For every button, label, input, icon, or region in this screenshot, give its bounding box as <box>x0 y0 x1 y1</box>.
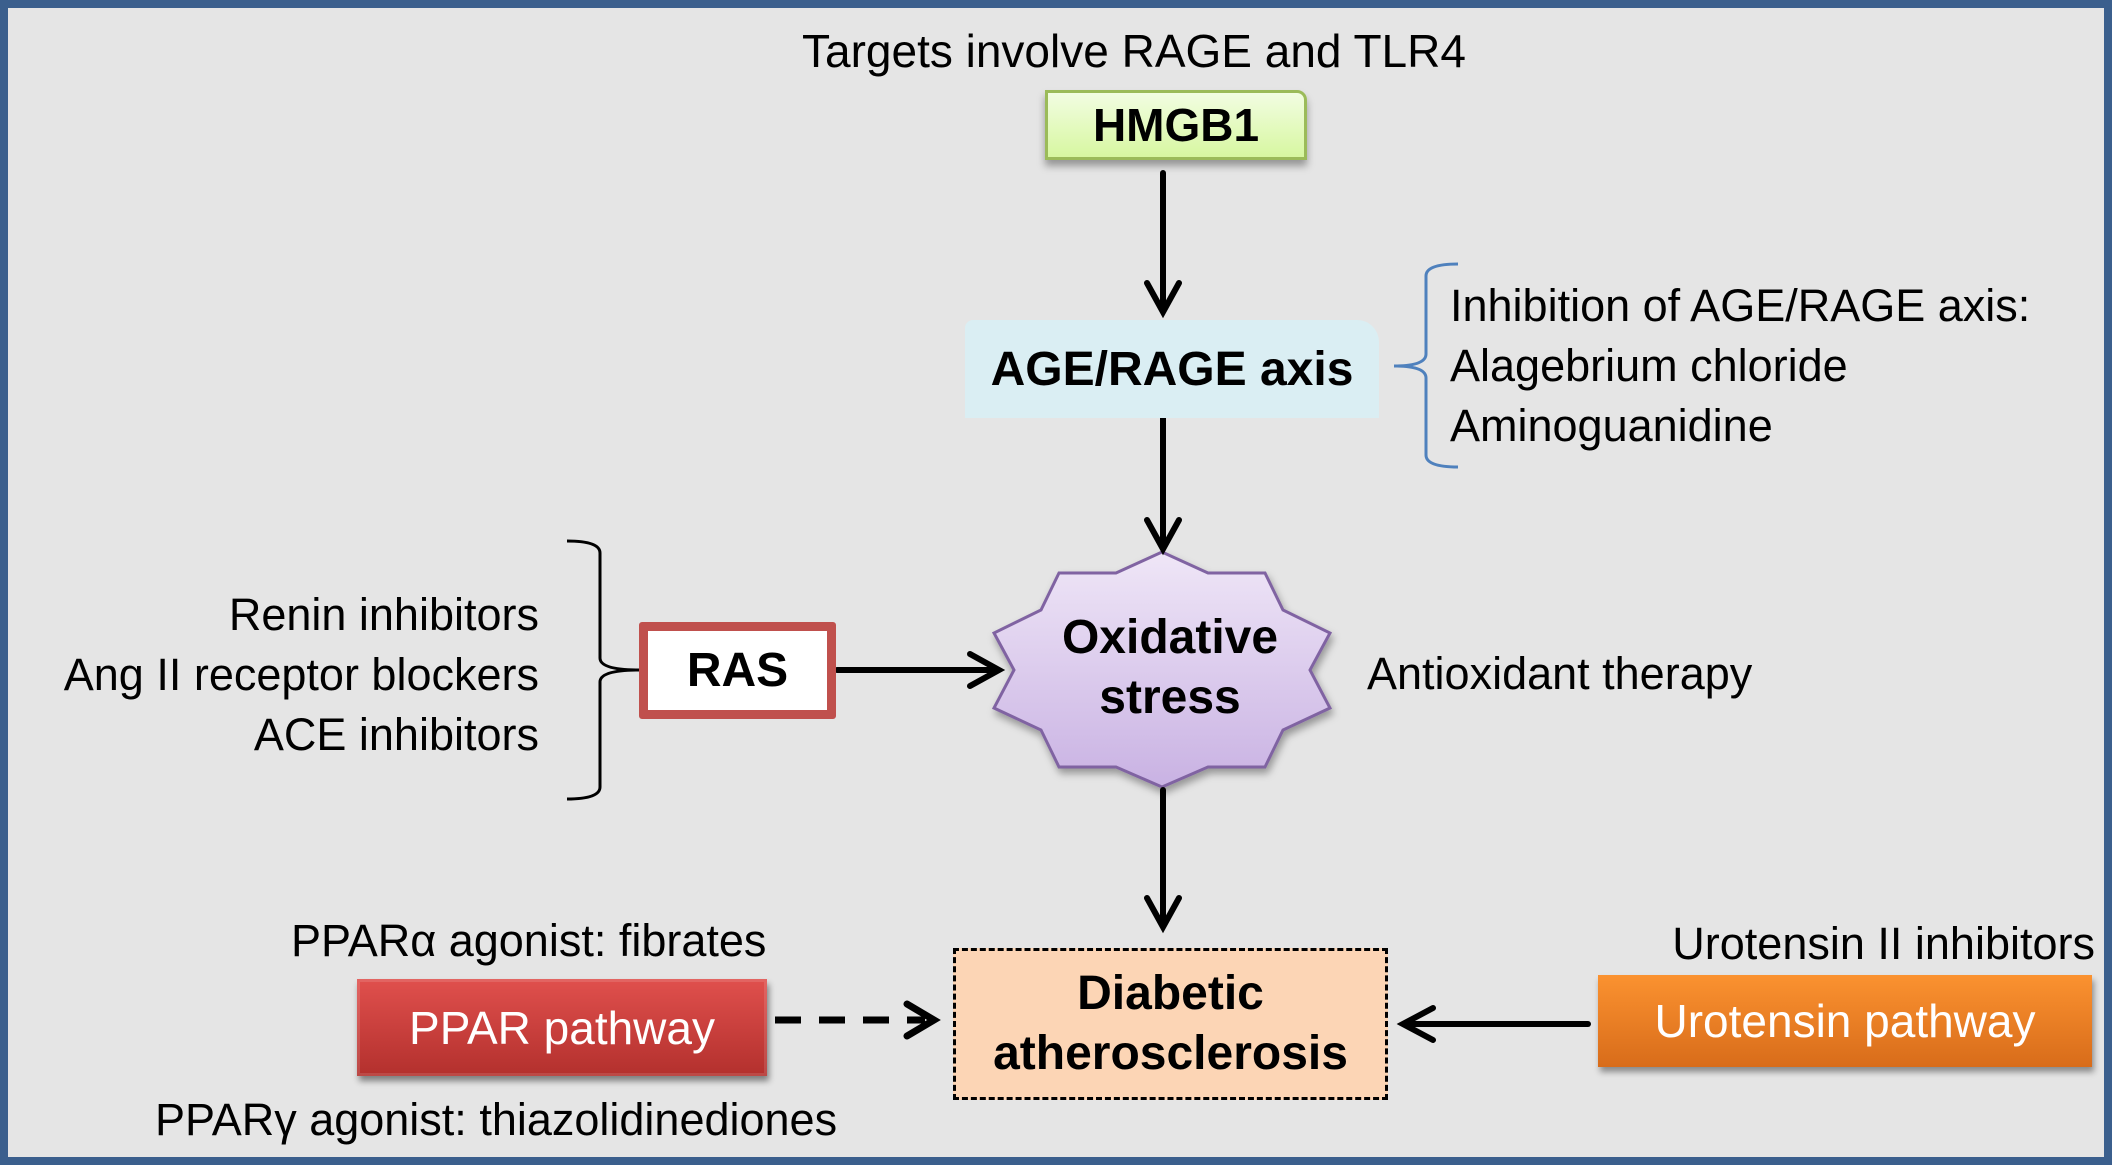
arrow-ppar-to-diabetic <box>775 1000 941 1040</box>
ras-inhibitors-brace <box>566 539 641 801</box>
node-oxidative-stress[interactable]: Oxidative stress <box>1008 608 1332 728</box>
arrow-oxidative-to-diabetic <box>1144 787 1182 934</box>
node-age-rage-label: AGE/RAGE axis <box>990 342 1354 396</box>
arrow-agerage-to-oxidative <box>1144 407 1182 556</box>
node-ras-label: RAS <box>686 644 789 697</box>
node-age-rage-axis[interactable]: AGE/RAGE axis <box>965 320 1379 418</box>
node-ppar-pathway[interactable]: PPAR pathway <box>357 979 767 1076</box>
antioxidant-therapy-label: Antioxidant therapy <box>1367 648 1753 699</box>
urotensin-inhibitors-label: Urotensin II inhibitors <box>1672 918 2095 969</box>
agerage-inhibitor-alagebrium: Alagebrium chloride <box>1450 340 1848 391</box>
ras-inhibitor-ace: ACE inhibitors <box>253 709 539 760</box>
diabetic-line-1: Diabetic <box>1077 967 1264 1020</box>
arrow-urotensin-to-diabetic <box>1396 1005 1591 1043</box>
ppar-gamma-label: PPARγ agonist: thiazolidinediones <box>155 1094 838 1145</box>
arrow-ras-to-oxidative <box>834 651 1006 689</box>
oxidative-line-1: Oxidative <box>1061 611 1279 664</box>
node-ras[interactable]: RAS <box>639 622 836 719</box>
node-hmgb1[interactable]: HMGB1 <box>1045 90 1307 160</box>
node-diabetic-atherosclerosis[interactable]: Diabetic atherosclerosis <box>953 948 1388 1100</box>
oxidative-line-2: stress <box>1099 671 1241 724</box>
arrow-hmgb1-to-agerage <box>1144 170 1182 319</box>
oxidative-stress-shape <box>991 550 1333 789</box>
agerage-inhibitors-heading: Inhibition of AGE/RAGE axis: <box>1450 280 2031 331</box>
node-urotensin-label: Urotensin pathway <box>1654 995 2036 1047</box>
diabetic-line-2: atherosclerosis <box>993 1027 1348 1080</box>
ppar-alpha-label: PPARα agonist: fibrates <box>291 915 767 966</box>
node-hmgb1-label: HMGB1 <box>1092 99 1260 151</box>
agerage-inhibitors-brace <box>1393 262 1459 469</box>
agerage-inhibitor-aminoguanidine: Aminoguanidine <box>1450 400 1773 451</box>
title-targets: Targets involve RAGE and TLR4 <box>802 25 1466 77</box>
ras-inhibitor-ang2: Ang II receptor blockers <box>63 649 539 700</box>
node-ppar-label: PPAR pathway <box>409 1001 715 1054</box>
ras-inhibitor-renin: Renin inhibitors <box>228 589 539 640</box>
node-urotensin-pathway[interactable]: Urotensin pathway <box>1598 975 2092 1067</box>
